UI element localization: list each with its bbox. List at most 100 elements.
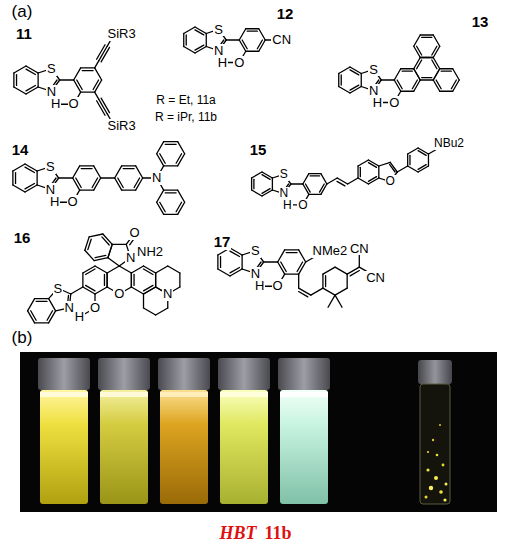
bond xyxy=(428,154,429,166)
bond xyxy=(36,301,47,302)
atom-label: H xyxy=(282,199,293,212)
bond xyxy=(86,285,95,290)
compound-number: 13 xyxy=(471,14,490,30)
substituent-note: R = iPr, 11b xyxy=(154,111,218,124)
bond xyxy=(97,45,105,60)
panel-label: (b) xyxy=(11,329,34,347)
bond xyxy=(93,80,98,89)
bond xyxy=(226,39,239,40)
bond xyxy=(347,274,348,288)
bond xyxy=(262,175,270,180)
bond xyxy=(85,250,94,260)
bond xyxy=(179,273,180,287)
bond xyxy=(133,275,134,286)
bond xyxy=(432,46,437,55)
bond xyxy=(144,269,153,274)
bond xyxy=(418,151,426,156)
bond xyxy=(414,35,421,46)
bond xyxy=(323,288,335,295)
bond xyxy=(379,162,390,166)
bond xyxy=(60,79,74,80)
atom-label: O xyxy=(89,301,101,315)
bond xyxy=(59,177,73,178)
bond xyxy=(242,40,247,49)
bond xyxy=(94,166,101,178)
bond xyxy=(106,273,107,287)
compound-number: 17 xyxy=(213,234,232,250)
bond xyxy=(408,166,418,172)
bond xyxy=(259,29,266,40)
bond xyxy=(195,30,204,35)
bond xyxy=(241,255,242,269)
bond xyxy=(433,35,440,46)
bond xyxy=(89,234,103,237)
atom-label: S xyxy=(46,62,57,76)
atom-label: NMe2 xyxy=(312,244,349,258)
bond xyxy=(298,274,299,288)
bond xyxy=(414,69,421,80)
bond xyxy=(164,165,178,166)
bond xyxy=(155,273,156,287)
bond xyxy=(361,74,362,87)
bond xyxy=(106,273,107,287)
atom-label: N xyxy=(45,183,56,197)
bond xyxy=(86,269,95,274)
bond xyxy=(134,178,139,187)
bond xyxy=(183,34,184,47)
bond xyxy=(108,244,112,257)
atom-label: O xyxy=(128,226,140,240)
atom-label: O xyxy=(297,199,308,212)
bond xyxy=(310,175,319,176)
bond xyxy=(184,47,195,54)
atom-label: SiR3 xyxy=(107,119,137,133)
bond xyxy=(341,75,342,85)
bond xyxy=(402,71,412,72)
bond xyxy=(359,255,360,268)
bond xyxy=(378,166,379,178)
bond xyxy=(417,46,422,55)
bond xyxy=(217,255,218,269)
bond xyxy=(28,299,35,311)
vial xyxy=(218,358,270,504)
atom-label: O xyxy=(388,96,400,110)
bond xyxy=(422,37,432,38)
bond xyxy=(160,202,165,211)
bond xyxy=(381,79,394,80)
bond xyxy=(108,244,112,257)
bond xyxy=(327,178,337,184)
bond xyxy=(122,189,136,190)
bond xyxy=(262,189,270,194)
bond xyxy=(311,288,323,295)
compound-number: 12 xyxy=(276,6,295,22)
bond xyxy=(246,51,259,52)
bond xyxy=(278,250,285,262)
bond xyxy=(164,141,178,142)
bond xyxy=(123,168,134,169)
atom-label: S xyxy=(368,63,379,77)
bond xyxy=(144,308,156,315)
substituent-note: R = Et, 11a xyxy=(155,94,216,107)
bond xyxy=(432,60,437,69)
bond xyxy=(440,91,453,92)
bond xyxy=(322,274,323,288)
atom-label: CN xyxy=(365,271,386,285)
bond xyxy=(401,68,414,69)
bond xyxy=(306,184,311,192)
bond xyxy=(92,178,97,187)
bond xyxy=(299,292,308,297)
bond xyxy=(309,173,321,174)
bond xyxy=(350,70,359,75)
bond xyxy=(35,322,49,323)
bond xyxy=(335,295,342,307)
bond xyxy=(230,267,239,272)
bond xyxy=(104,275,105,286)
bond xyxy=(218,269,230,276)
atom-label: S xyxy=(279,168,289,181)
bond xyxy=(74,68,81,80)
bond xyxy=(195,45,204,50)
bond xyxy=(131,273,132,287)
atom-label: N xyxy=(125,251,136,265)
bond xyxy=(286,252,297,253)
bond xyxy=(26,69,35,74)
bond xyxy=(285,249,299,250)
